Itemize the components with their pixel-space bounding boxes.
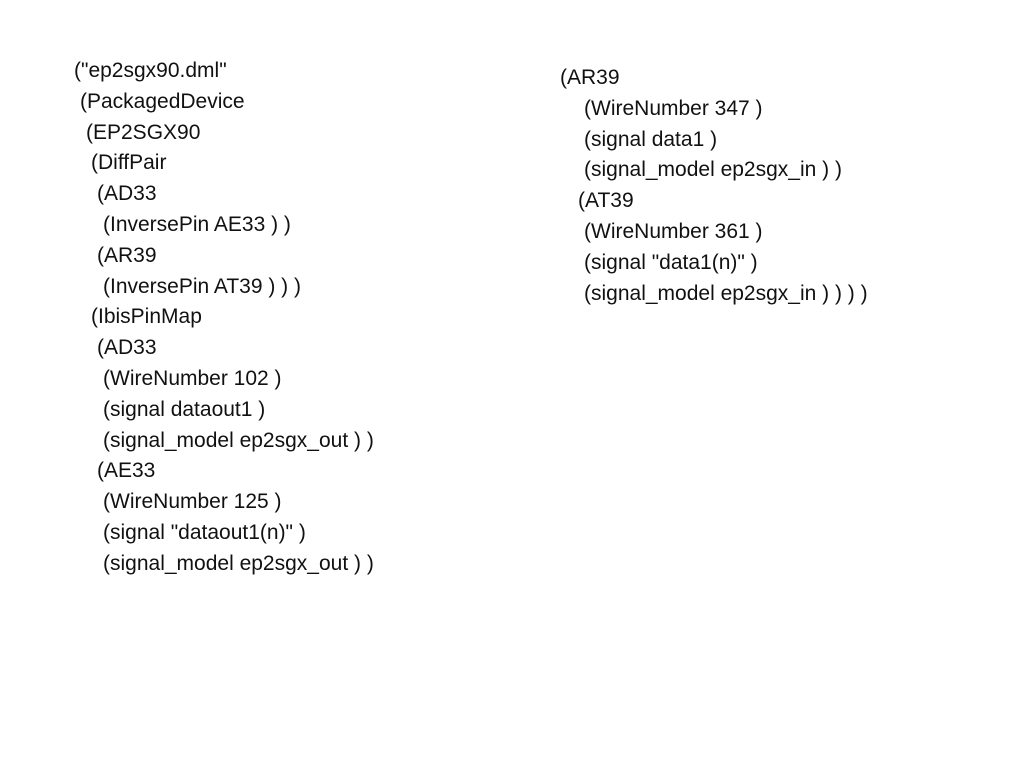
code-line: (AD33 [97,336,157,360]
code-line: (PackagedDevice [80,89,245,113]
code-line: (AT39 [578,189,634,213]
code-line: (signal "data1(n)" ) [584,250,758,274]
left-code-column: ("ep2sgx90.dml" (PackagedDevice (EP2SGX9… [74,56,374,580]
code-line: (signal_model ep2sgx_in ) ) [584,158,842,182]
code-line: (WireNumber 125 ) [103,490,282,514]
code-line: (signal "dataout1(n)" ) [103,520,306,544]
code-line: (WireNumber 102 ) [103,366,282,390]
code-line: (AR39 [97,243,157,267]
code-line: (DiffPair [91,151,167,175]
code-line: (signal dataout1 ) [103,397,266,421]
code-line: (InversePin AT39 ) ) ) [103,274,302,298]
code-line: (EP2SGX90 [86,120,201,144]
code-line: (IbisPinMap [91,305,202,329]
code-line: (signal_model ep2sgx_out ) ) [103,428,374,452]
code-line: (AE33 [97,459,156,483]
code-line: (WireNumber 361 ) [584,219,763,243]
code-line: (InversePin AE33 ) ) [103,212,291,236]
code-line: (signal_model ep2sgx_out ) ) [103,551,374,575]
right-code-column: (AR39 (WireNumber 347 ) (signal data1 ) … [560,63,868,309]
code-line: ("ep2sgx90.dml" [74,59,227,82]
code-line: (signal data1 ) [584,127,718,151]
code-line: (AR39 [560,66,620,89]
code-line: (WireNumber 347 ) [584,96,763,120]
code-line: (AD33 [97,182,157,206]
code-line: (signal_model ep2sgx_in ) ) ) ) [584,281,868,305]
